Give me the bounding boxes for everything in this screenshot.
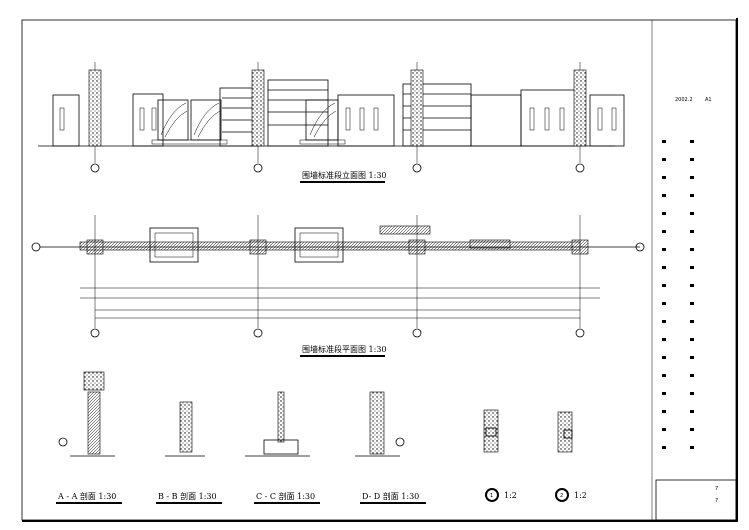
title-block-box [655,479,737,521]
axis-marker [635,242,645,252]
section-d-title: D- D 剖面 1:30 [362,491,419,501]
axis-marker [253,163,263,173]
pillar-plan [86,239,104,255]
detail-2-number: 2 [560,493,563,499]
pillar [88,69,102,147]
detail-2-drawing [557,411,573,453]
axis-marker [90,328,100,338]
title-block-date: 2002.2 [675,97,693,103]
section-a-title: A - A 剖面 1:30 [57,491,116,501]
section-b [165,401,205,457]
axis-marker [395,437,405,447]
detail-1-scale: 1:2 [504,491,517,500]
title-block-number: 7 [715,498,718,504]
pillar-plan [571,239,589,255]
detail-2-scale: 1:2 [574,491,587,500]
section-d [355,391,400,457]
detail-1-marker [485,488,499,502]
elevation-title: 围墙标准段立面图 1:30 [302,170,387,180]
pillar [410,69,424,147]
axis-marker [575,163,585,173]
pillar [251,69,265,147]
section-b-title: B - B 剖面 1:30 [158,491,217,501]
title-block-number: 7 [715,486,718,492]
pillar-plan [408,239,426,255]
axis-marker [412,163,422,173]
title-block-entries [662,140,694,449]
axis-marker [58,437,68,447]
section-a [70,371,115,457]
axis-marker [90,163,100,173]
detail-2-marker [555,488,569,502]
section-c [245,391,310,457]
plan-view [40,225,640,319]
axis-marker [31,242,41,252]
plan-title: 围墙标准段平面图 1:30 [302,344,387,354]
pillar-plan [249,239,267,255]
title-block-sheet-size: A1 [705,97,712,103]
axis-marker [253,328,263,338]
section-c-title: C - C 剖面 1:30 [256,491,315,501]
axis-marker [412,328,422,338]
detail-1-drawing [483,409,499,453]
pillar [573,69,587,147]
elevation-view [38,79,625,147]
axis-marker [575,328,585,338]
detail-1-number: 1 [490,493,493,499]
